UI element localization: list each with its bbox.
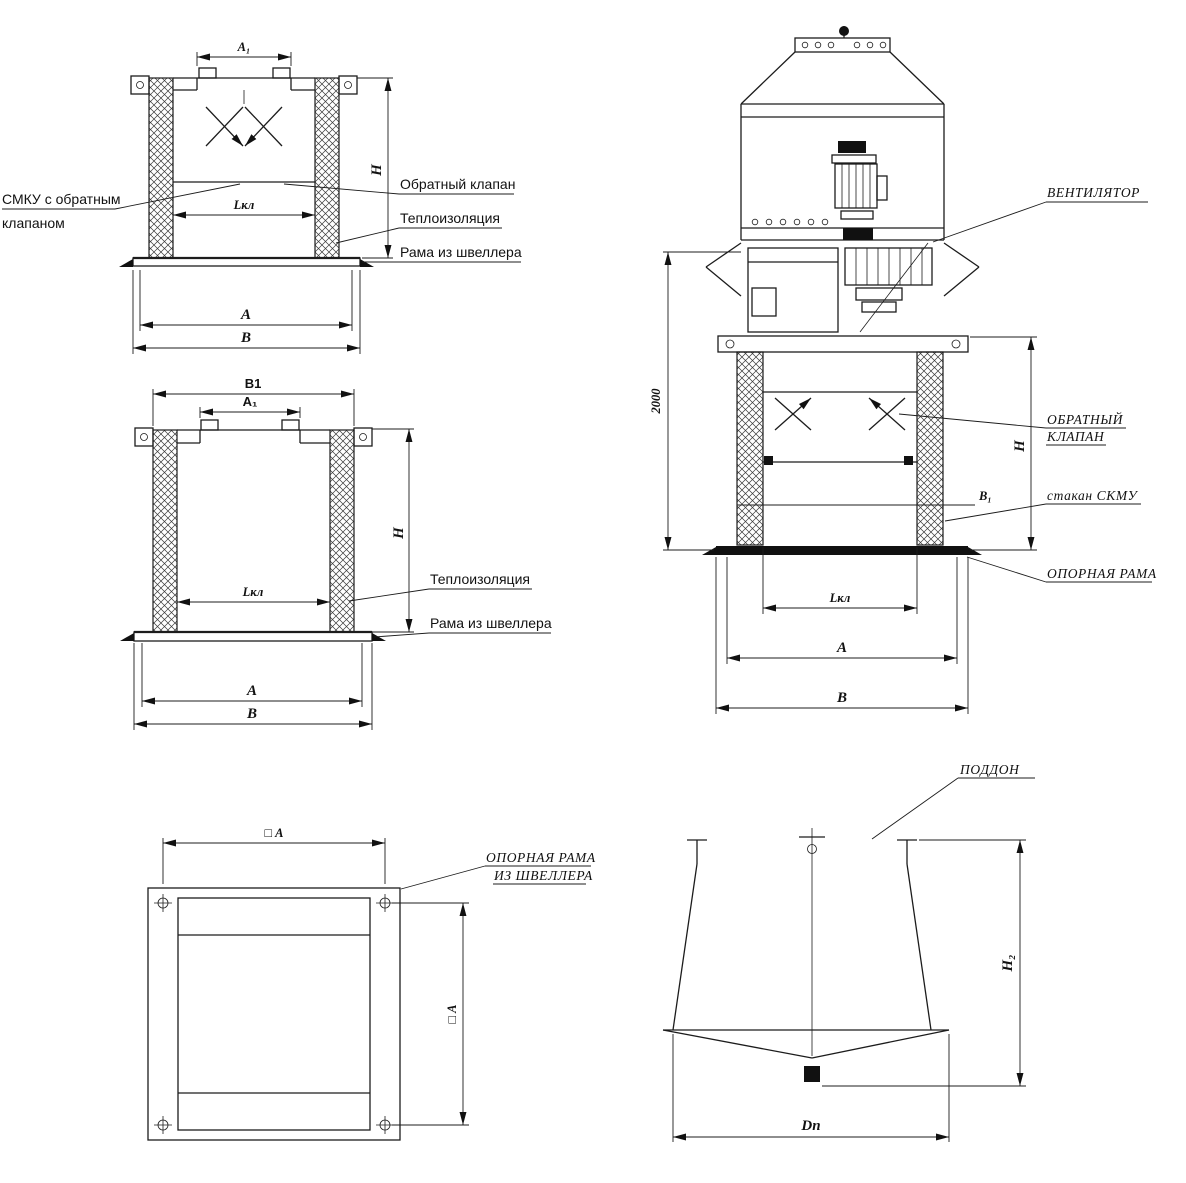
drain-outlet — [804, 1066, 820, 1082]
mounting-ears — [130, 75, 358, 95]
dimensions: Н₂ Dп — [672, 839, 1026, 1142]
label-insulation: Теплоизоляция — [430, 571, 530, 587]
label-frame: Рама из швеллера — [400, 244, 522, 260]
dim-a: А — [246, 683, 257, 699]
dim-b1: В1 — [245, 376, 262, 391]
label-frame-line1: ОПОРНАЯ РАМА — [486, 850, 596, 865]
label-frame: Рама из швеллера — [430, 615, 552, 631]
dimensions: □ А □ А — [162, 826, 469, 1126]
section-view-plain: В1 А₁ Lкл Н А В Теплоизоляция Рама из шв… — [120, 376, 552, 730]
support-frame-plan: □ А □ А ОПОРНАЯ РАМА ИЗ ШВЕЛЛЕРА — [147, 826, 596, 1141]
dim-h: Н — [1012, 439, 1028, 453]
dim-dn: Dп — [800, 1118, 820, 1134]
label-fan: ВЕНТИЛЯТОР — [1047, 185, 1140, 200]
dim-lkl: Lкл — [829, 591, 851, 605]
dim-a1: А₁ — [243, 394, 258, 409]
insulation-wall-right — [916, 351, 944, 546]
dimensions: А₁ Н Lкл А В — [132, 40, 393, 354]
dim-b1: В₁ — [978, 489, 992, 503]
top-plate — [177, 419, 330, 444]
label-insulation: Теплоизоляция — [400, 210, 500, 226]
insulation-wall-right — [314, 77, 340, 259]
bolt-holes — [751, 218, 829, 226]
label-valve-line2: КЛАПАН — [1046, 429, 1105, 444]
frame-outline — [147, 887, 401, 1141]
mounting-ears — [134, 427, 373, 447]
dim-2000: 2000 — [649, 388, 663, 415]
label-smku-line1: СМКУ с обратным — [2, 191, 121, 207]
pan-body — [662, 828, 950, 1082]
dimensions: В1 А₁ Lкл Н А В — [133, 376, 414, 730]
dim-a1: А₁ — [237, 40, 251, 54]
dim-lkl: Lкл — [242, 585, 264, 599]
dim-b: В — [240, 330, 251, 346]
dimensions: 2000 Н Lкл А В — [649, 251, 1037, 714]
callouts: СМКУ с обратным клапаном Обратный клапан… — [2, 176, 522, 263]
channel-frame — [119, 256, 374, 267]
dim-a: А — [240, 307, 251, 323]
label-smku-line2: клапаном — [2, 215, 65, 231]
insulation-wall-right — [329, 429, 355, 633]
dim-a-top: □ А — [264, 826, 283, 840]
label-frame-line2: ИЗ ШВЕЛЛЕРА — [493, 868, 593, 883]
insulation-wall-left — [736, 351, 764, 546]
label-support-frame: ОПОРНАЯ РАМА — [1047, 566, 1157, 581]
support-frame — [702, 546, 982, 555]
label-pallet: ПОДДОН — [959, 762, 1020, 777]
section-view-with-valve: А₁ Н Lкл А В СМКУ с обратным клапаном Об… — [2, 40, 522, 354]
frame-inner-outline — [177, 897, 371, 1131]
drip-pan-view: Н₂ Dп ПОДДОН — [662, 762, 1035, 1142]
dim-b: В — [246, 706, 257, 722]
label-check-valve: Обратный клапан — [400, 176, 515, 192]
dim-h: Н — [391, 526, 407, 540]
top-plate — [173, 67, 315, 91]
motor — [831, 141, 888, 240]
dim-h: Н — [369, 163, 385, 177]
label-cup: стакан СКМУ — [1047, 488, 1139, 503]
cup-flange — [717, 335, 969, 353]
dim-h2: Н₂ — [1000, 955, 1016, 973]
mounting-holes — [154, 894, 394, 1134]
side-brackets — [705, 242, 980, 297]
callouts: Теплоизоляция Рама из швеллера — [348, 571, 552, 638]
channel-frame — [120, 630, 386, 642]
fan-lower-section — [747, 242, 933, 333]
check-valve — [763, 391, 917, 465]
dim-a-side: □ А — [445, 1004, 459, 1023]
dim-b: В — [836, 690, 847, 706]
callouts: ОПОРНАЯ РАМА ИЗ ШВЕЛЛЕРА — [400, 850, 596, 890]
check-valve-blades — [173, 90, 315, 183]
assembly-view: В₁ 2000 Н Lкл А В ВЕНТИЛЯТОР — [649, 26, 1157, 714]
dim-lkl: Lкл — [233, 198, 255, 212]
dim-a: А — [836, 640, 847, 656]
callouts: ВЕНТИЛЯТОР ОБРАТНЫЙ КЛАПАН стакан СКМУ О… — [898, 185, 1157, 583]
insulation-wall-left — [148, 77, 174, 259]
callouts: ПОДДОН — [871, 762, 1035, 840]
fan-unit — [705, 26, 980, 333]
insulation-wall-left — [152, 429, 178, 633]
label-valve-line1: ОБРАТНЫЙ — [1047, 412, 1124, 427]
